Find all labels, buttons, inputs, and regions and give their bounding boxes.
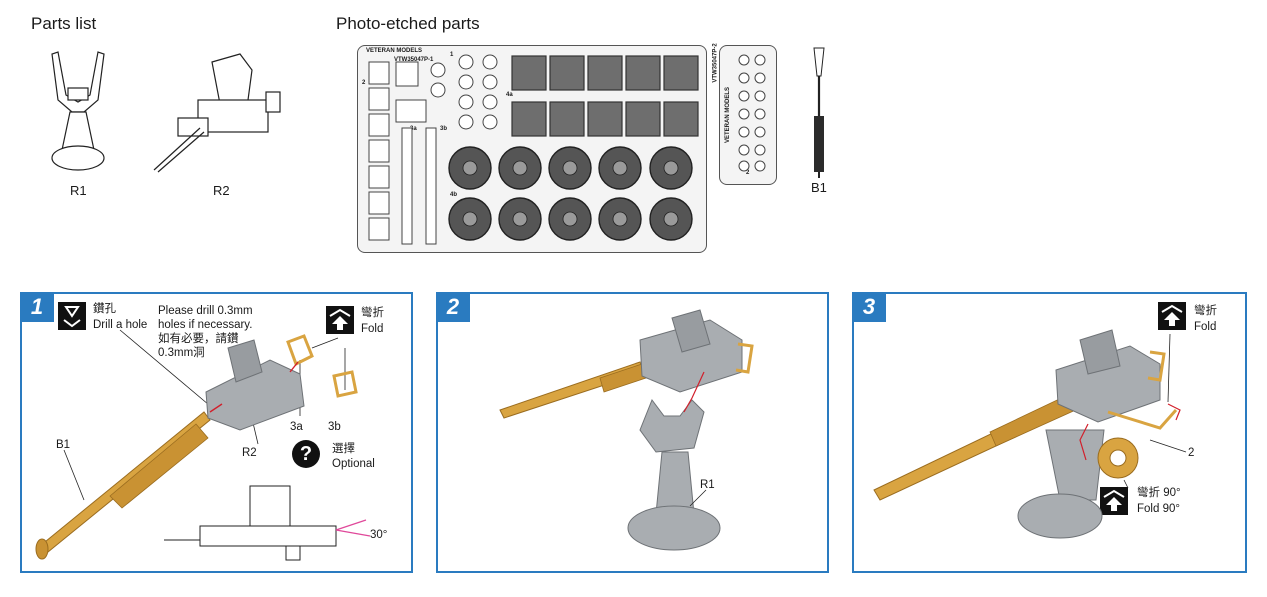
step3-fold-en: Fold [1194, 321, 1217, 333]
drill-note-3: 如有必要，請鑽 [158, 333, 239, 345]
drill-cn: 鑽孔 [93, 303, 116, 315]
sheet1-code: VTW35047P-1 [394, 57, 434, 63]
r2-label: R2 [213, 183, 230, 198]
sheet1-marker-1: 1 [450, 52, 454, 58]
sheet1-marker-3a: 3a [410, 126, 417, 132]
label-2: 2 [1188, 447, 1195, 459]
fold90-en: Fold 90° [1137, 503, 1180, 515]
barrel-b1-label: B1 [811, 180, 827, 195]
label-3a: 3a [290, 421, 303, 433]
r1-label: R1 [70, 183, 87, 198]
label-r2: R2 [242, 447, 257, 459]
fold-en: Fold [361, 323, 384, 335]
fold-cn: 彎折 [361, 307, 384, 319]
optional-en: Optional [332, 458, 375, 470]
fold90-cn: 彎折 90° [1137, 487, 1181, 499]
sheet1-marker-2: 2 [362, 80, 366, 86]
step3-fold-cn: 彎折 [1194, 305, 1217, 317]
sheet1-marker-4b: 4b [450, 192, 458, 198]
drill-note-2: holes if necessary. [158, 319, 253, 331]
step-1-number: 1 [20, 292, 54, 322]
angle-30: 30° [370, 529, 388, 541]
sheet1-marker-4a: 4a [506, 92, 513, 98]
parts-list-heading: Parts list [31, 14, 97, 33]
sheet2-marker: 2 [746, 170, 750, 176]
photo-etched-heading: Photo-etched parts [336, 14, 480, 33]
drill-note-4: 0.3mm洞 [158, 347, 205, 359]
label-3b: 3b [328, 421, 341, 433]
label-r1: R1 [700, 479, 715, 491]
step-3-number: 3 [852, 292, 886, 322]
fold-90-icon [1100, 487, 1128, 515]
fold-icon [326, 306, 354, 334]
label-b1: B1 [56, 439, 71, 451]
drill-icon [58, 302, 86, 330]
optional-cn: 選擇 [332, 443, 355, 455]
fold-icon-step3 [1158, 302, 1186, 330]
optional-question-icon: ? [292, 440, 320, 468]
sheet1-marker-3b: 3b [440, 126, 448, 132]
drill-en: Drill a hole [93, 319, 148, 331]
sheet1-brand: VETERAN MODELS [366, 48, 423, 54]
step-2-number: 2 [436, 292, 470, 322]
step-2-panel: 2 [436, 292, 829, 573]
drill-note-1: Please drill 0.3mm [158, 305, 253, 317]
